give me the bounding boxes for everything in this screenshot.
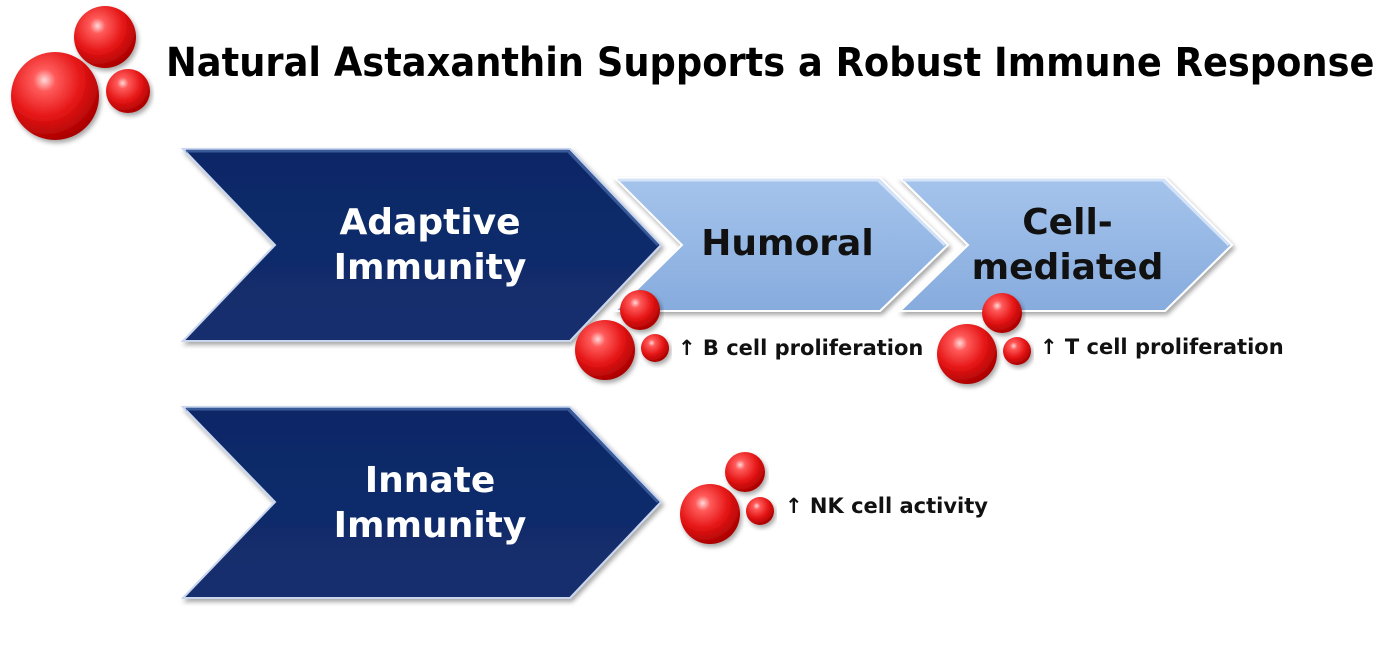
cell-mediated-line2: mediated xyxy=(971,247,1164,288)
adaptive-line2: Immunity xyxy=(333,247,527,288)
adaptive-immunity-chevron xyxy=(180,148,663,342)
nk-cell-molecule-icon xyxy=(680,452,774,544)
cell-mediated-label: Cell- mediated xyxy=(960,190,1175,300)
humoral-label: Humoral xyxy=(680,210,895,276)
nk-cell-effect: ↑ NK cell activity xyxy=(785,494,988,518)
adaptive-immunity-label: Adaptive Immunity xyxy=(300,180,560,310)
humoral-text: Humoral xyxy=(701,222,874,264)
cell-mediated-line1: Cell- xyxy=(1022,202,1113,243)
page-title: Natural Astaxanthin Supports a Robust Im… xyxy=(166,40,1375,86)
adaptive-line1: Adaptive xyxy=(339,202,521,243)
b-cell-molecule-icon xyxy=(575,290,669,380)
cell-mediated-chevron xyxy=(897,177,1234,312)
t-cell-effect: ↑ T cell proliferation xyxy=(1040,335,1284,359)
innate-immunity-chevron xyxy=(180,406,663,599)
humoral-chevron xyxy=(612,177,950,312)
innate-line2: Immunity xyxy=(333,505,527,546)
innate-line1: Innate xyxy=(364,460,496,501)
title-molecule-icon xyxy=(11,6,150,140)
innate-immunity-label: Innate Immunity xyxy=(300,438,560,568)
b-cell-effect: ↑ B cell proliferation xyxy=(678,336,924,360)
t-cell-molecule-icon xyxy=(937,293,1031,384)
